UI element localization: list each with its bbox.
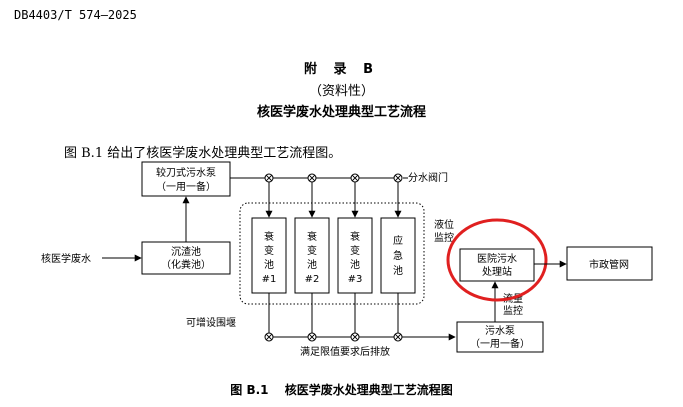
bottom-pump-label-1: 污水泵	[485, 325, 515, 337]
tank-2-char-3: 池	[307, 258, 317, 271]
valve-top-1	[264, 173, 274, 183]
tank-3-char-4: #3	[348, 274, 363, 285]
emergency-tank-char-3: 池	[393, 264, 403, 277]
top-pump-label-1: 较刀式污水泵	[156, 166, 216, 179]
emergency-tank-char-1: 应	[393, 234, 403, 247]
station-label-2: 处理站	[482, 265, 512, 278]
valves-bottom	[264, 332, 403, 342]
highlight-circle	[446, 218, 548, 302]
tank-2-char-1: 衰	[307, 230, 317, 243]
emergency-tank-char-2: 急	[393, 249, 403, 262]
tank-1-char-1: 衰	[264, 230, 274, 243]
bottom-pump-box	[456, 321, 544, 353]
tank-1-char-4: #1	[262, 274, 277, 285]
valve-bottom-1	[264, 332, 274, 342]
municipal-label: 市政管网	[589, 258, 629, 271]
bottom-pump-label-2: （一用一备）	[470, 337, 530, 350]
figure-caption: 图 B.1 核医学废水处理典型工艺流程图	[230, 383, 453, 397]
valve-top-3	[350, 173, 360, 183]
appendix-heading: 核医学废水处理典型工艺流程	[256, 105, 426, 120]
appendix-nature: （资料性）	[308, 84, 374, 99]
sediment-label-2: （化粪池）	[161, 258, 211, 271]
municipal-box	[566, 246, 653, 281]
level-monitor-label-1: 液位	[434, 218, 454, 231]
top-pump-box	[141, 161, 231, 197]
discharge-label: 满足限值要求后排放	[300, 345, 390, 358]
tank-1-char-3: 池	[264, 258, 274, 271]
tank-3: 衰 变 池 #3	[337, 217, 373, 294]
weir-label: 可增设围堰	[186, 316, 236, 329]
input-label: 核医学废水	[41, 252, 91, 265]
tank-3-char-2: 变	[350, 244, 360, 257]
intro-text: 图 B.1 给出了核医学废水处理典型工艺流程图。	[64, 146, 342, 161]
station-label-1: 医院污水	[477, 252, 517, 265]
valve-bottom-3	[350, 332, 360, 342]
level-monitor-label-2: 监控	[434, 231, 454, 244]
top-pump-label-2: （一用一备）	[156, 180, 216, 193]
valve-top-2	[307, 173, 317, 183]
tank-3-char-1: 衰	[350, 230, 360, 243]
tank-3-char-3: 池	[350, 258, 360, 271]
valves-top	[264, 173, 403, 183]
flow-monitor-label-2: 监控	[503, 304, 523, 317]
valve-bottom-4	[393, 332, 403, 342]
valve-top-4	[393, 173, 403, 183]
sediment-label-1: 沉渣池	[171, 245, 201, 258]
appendix-title: 附 录 B	[304, 62, 379, 77]
emergency-tank: 应 急 池	[380, 217, 416, 294]
station-box	[459, 248, 535, 282]
valve-bottom-2	[307, 332, 317, 342]
tank-1-char-2: 变	[264, 244, 274, 257]
tank-1: 衰 变 池 #1	[251, 217, 287, 294]
tank-2-char-2: 变	[307, 244, 317, 257]
tank-2-char-4: #2	[305, 274, 320, 285]
tank-group-outline	[239, 202, 425, 305]
tank-2: 衰 变 池 #2	[294, 217, 330, 294]
valve-label: 分水阀门	[408, 171, 448, 184]
document-id: DB4403/T 574—2025	[14, 8, 137, 22]
